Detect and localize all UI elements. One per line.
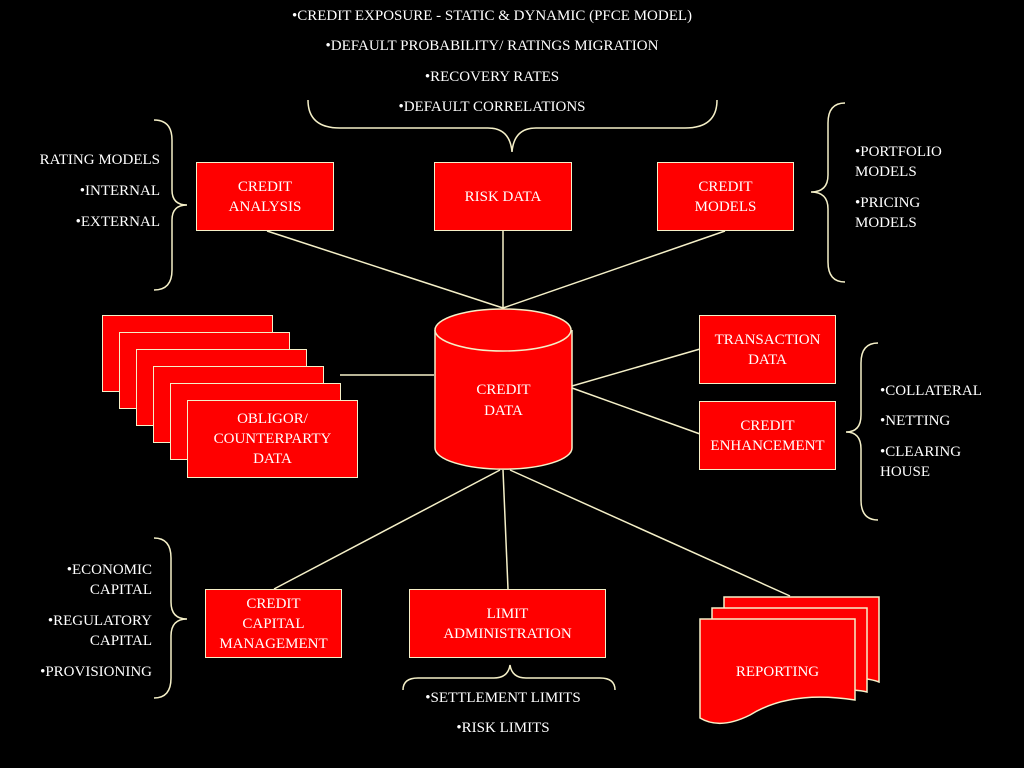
top-item-recovery-rates: •RECOVERY RATES — [424, 69, 560, 85]
top-brace — [307, 99, 718, 153]
top-item-credit-exposure: •CREDIT EXPOSURE - STATIC & DYNAMIC (PFC… — [291, 8, 693, 24]
note-collateral: •COLLATERAL — [880, 383, 982, 399]
reporting-document-stack[interactable] — [699, 596, 880, 724]
document-sheet — [699, 618, 856, 724]
note-risk-limits: •RISK LIMITS — [456, 720, 550, 736]
top-item-default-correlations: •DEFAULT CORRELATIONS — [398, 99, 586, 115]
rating-models-internal: •INTERNAL — [79, 183, 160, 199]
connector-credit-models — [502, 230, 726, 309]
rating-models-title: RATING MODELS — [39, 152, 160, 168]
enhancement-brace — [845, 342, 879, 521]
top-item-default-probability: •DEFAULT PROBABILITY/ RATINGS MIGRATION — [325, 38, 659, 54]
limit-administration-box[interactable]: LIMIT ADMINISTRATION — [409, 589, 606, 658]
note-settlement-limits: •SETTLEMENT LIMITS — [425, 690, 581, 706]
connector-credit-analysis — [266, 230, 504, 309]
connector-limit — [502, 469, 509, 590]
rating-models-external: •EXTERNAL — [75, 214, 160, 230]
note-regulatory-capital: •REGULATORY CAPITAL — [47, 613, 152, 649]
note-netting: •NETTING — [880, 413, 951, 429]
connector-enhancement — [571, 387, 701, 435]
credit-capital-management-box[interactable]: CREDIT CAPITAL MANAGEMENT — [205, 589, 342, 658]
credit-models-box[interactable]: CREDIT MODELS — [657, 162, 794, 231]
transaction-data-box[interactable]: TRANSACTION DATA — [699, 315, 836, 384]
models-brace — [810, 102, 846, 283]
credit-enhancement-box[interactable]: CREDIT ENHANCEMENT — [699, 401, 836, 470]
rating-brace — [153, 119, 188, 291]
reporting-label: REPORTING — [735, 664, 820, 680]
capital-brace — [153, 537, 188, 699]
note-pricing-models: •PRICING MODELS — [855, 195, 921, 231]
connector-reporting — [509, 469, 791, 597]
connector-transaction — [571, 348, 701, 387]
credit-analysis-box[interactable]: CREDIT ANALYSIS — [196, 162, 334, 231]
risk-data-box[interactable]: RISK DATA — [434, 162, 572, 231]
note-clearing-house: •CLEARING HOUSE — [880, 444, 962, 480]
note-economic-capital: •ECONOMIC CAPITAL — [66, 562, 152, 598]
connector-capital — [273, 469, 501, 590]
note-portfolio-models: •PORTFOLIO MODELS — [855, 144, 942, 180]
credit-data-label: CREDIT DATA — [476, 382, 531, 419]
credit-data-cylinder[interactable] — [434, 308, 573, 470]
limit-brace — [402, 664, 616, 691]
note-provisioning: •PROVISIONING — [40, 664, 152, 680]
obligor-counterparty-data-box[interactable]: OBLIGOR/ COUNTERPARTY DATA — [187, 400, 358, 478]
